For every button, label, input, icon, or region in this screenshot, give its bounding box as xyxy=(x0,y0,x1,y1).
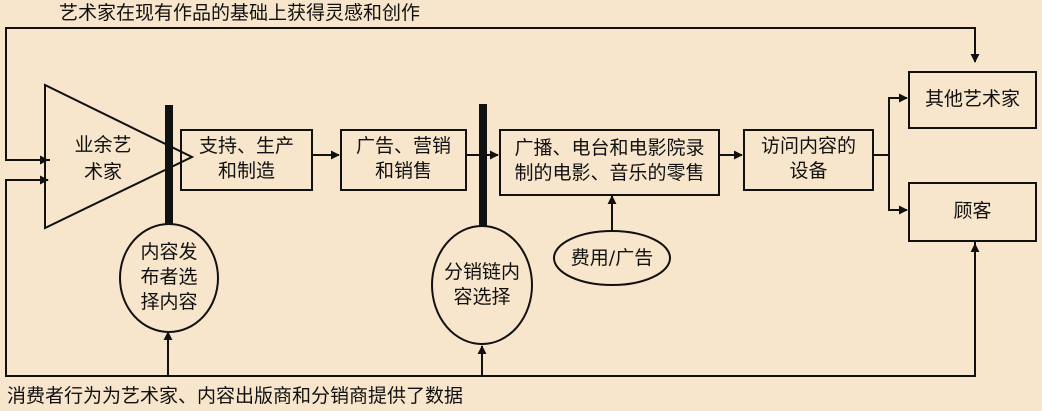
amateur-artist-label-line1: 业余艺 xyxy=(74,134,132,156)
publisher-label-line3: 择内容 xyxy=(140,291,198,313)
support-box xyxy=(180,129,313,191)
customers-box xyxy=(908,182,1037,242)
bottom-caption: 消费者行为为艺术家、内容出版商和分销商提供了数据 xyxy=(7,385,464,407)
amateur-artist-label: 业余艺 术家 xyxy=(53,132,153,186)
fees-label: 费用/广告 xyxy=(570,247,654,269)
to-other-artists xyxy=(888,93,908,155)
access-label: 访问内容的 设备 xyxy=(744,134,873,184)
ads-label: 广告、营销 和销售 xyxy=(341,134,466,184)
distribution-label-line1: 分销链内 xyxy=(443,261,520,283)
publisher-label-line2: 布者选 xyxy=(140,266,198,288)
support-label: 支持、生产 和制造 xyxy=(181,134,312,184)
publisher-label: 内容发 布者选 择内容 xyxy=(120,240,218,315)
fees-ellipse xyxy=(553,230,671,286)
ads-label-line1: 广告、营销 xyxy=(355,135,451,157)
publisher-label-line1: 内容发 xyxy=(140,241,198,263)
retail-label-line1: 广播、电台和电影院录 xyxy=(514,137,705,159)
other-artists-box xyxy=(908,71,1037,129)
distribution-circle xyxy=(431,225,533,345)
ads-label-line2: 和销售 xyxy=(374,160,432,182)
other-artists-label: 其他艺术家 xyxy=(924,88,1020,110)
distribution-label-line2: 容选择 xyxy=(453,286,511,308)
access-label-line1: 访问内容的 xyxy=(760,135,856,157)
retail-box xyxy=(499,129,720,196)
access-box xyxy=(743,129,874,191)
distribution-label: 分销链内 容选择 xyxy=(432,260,532,310)
publisher-gate-bar xyxy=(165,105,173,230)
to-customers xyxy=(888,155,908,215)
amateur-triangle xyxy=(44,83,195,230)
amateur-artist-label-line2: 术家 xyxy=(83,161,122,183)
retail-label-line2: 制的电影、音乐的零售 xyxy=(514,162,705,184)
access-label-line2: 设备 xyxy=(789,160,828,182)
support-label-line2: 和制造 xyxy=(217,160,275,182)
customers-label: 顾客 xyxy=(953,200,992,222)
ads-box xyxy=(340,129,467,191)
top-caption: 艺术家在现有作品的基础上获得灵感和创作 xyxy=(59,2,421,24)
support-label-line1: 支持、生产 xyxy=(198,135,294,157)
publisher-circle xyxy=(119,223,219,333)
retail-label: 广播、电台和电影院录 制的电影、音乐的零售 xyxy=(500,136,719,186)
distribution-gate-bar xyxy=(479,104,487,234)
